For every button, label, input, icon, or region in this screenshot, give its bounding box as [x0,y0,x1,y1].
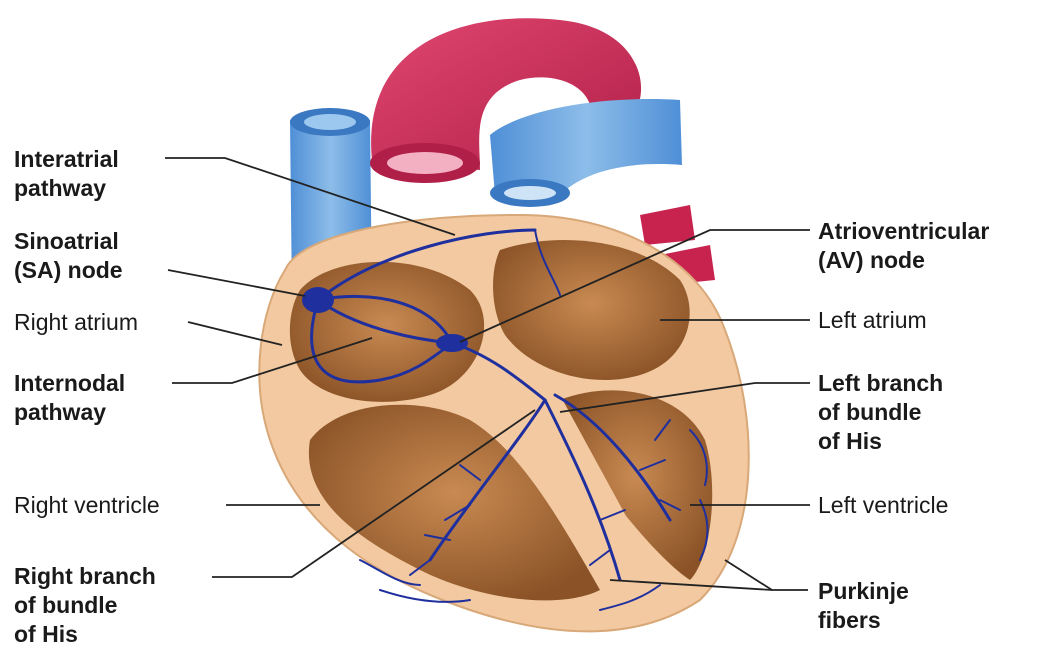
label-right-branch-line1: Right branch [14,562,156,591]
label-right-branch-line3: of His [14,620,156,649]
label-right-ventricle: Right ventricle [14,491,160,520]
leader-purkinje-a [725,560,808,590]
label-right-branch-line2: of bundle [14,591,156,620]
label-interatrial-line2: pathway [14,174,119,203]
label-right-atrium: Right atrium [14,308,138,337]
label-sa-node: Sinoatrial (SA) node [14,227,123,285]
label-left-branch: Left branch of bundle of His [818,369,943,456]
label-av-node-line2: (AV) node [818,246,989,275]
label-internodal-line1: Internodal [14,369,125,398]
label-av-node-line1: Atrioventricular [818,217,989,246]
label-sa-node-line1: Sinoatrial [14,227,123,256]
label-left-atrium: Left atrium [818,306,927,335]
label-interatrial-line1: Interatrial [14,145,119,174]
label-internodal-line2: pathway [14,398,125,427]
label-internodal-pathway: Internodal pathway [14,369,125,427]
label-purkinje-fibers: Purkinje fibers [818,577,909,635]
label-right-branch: Right branch of bundle of His [14,562,156,649]
av-node-marker [436,334,468,352]
label-purkinje-line2: fibers [818,606,909,635]
label-interatrial-pathway: Interatrial pathway [14,145,119,203]
sa-node-marker [302,287,334,313]
label-left-ventricle: Left ventricle [818,491,948,520]
label-left-branch-line3: of His [818,427,943,456]
label-left-branch-line2: of bundle [818,398,943,427]
pulmonary-artery [490,99,682,207]
label-purkinje-line1: Purkinje [818,577,909,606]
label-left-branch-line1: Left branch [818,369,943,398]
label-sa-node-line2: (SA) node [14,256,123,285]
label-av-node: Atrioventricular (AV) node [818,217,989,275]
